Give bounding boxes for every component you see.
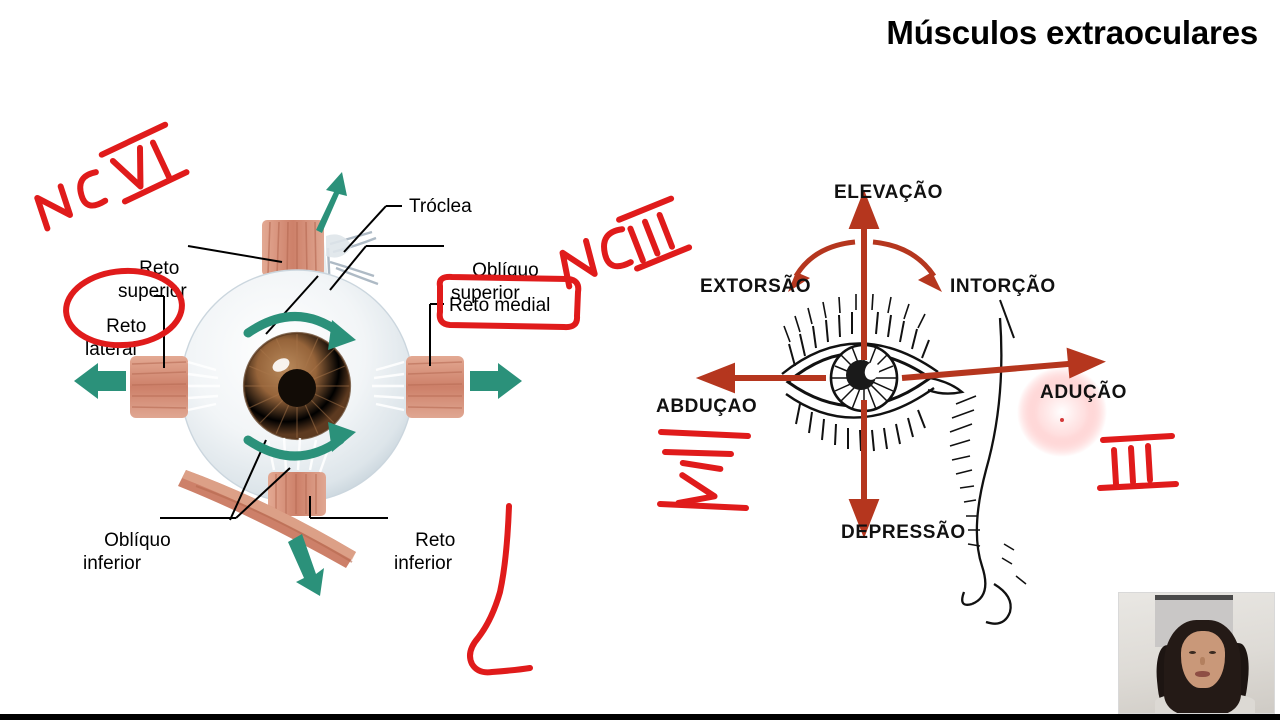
presenter-eye-left: [1189, 651, 1196, 654]
page-title: Músculos extraoculares: [886, 14, 1258, 51]
label-extorsao: EXTORSÃO: [700, 276, 812, 297]
label-aducao: ADUÇÃO: [1040, 382, 1127, 403]
label-reto-medial: Reto medial: [449, 295, 551, 316]
arrow-extorsion-curve: [793, 239, 856, 278]
arrow-right-medial-rectus: [470, 363, 522, 399]
presenter-nose: [1200, 657, 1205, 665]
arrow-adduction-head: [1066, 347, 1106, 379]
arrow-rotate-bottom: [243, 435, 345, 461]
red-divider-curve: [467, 503, 533, 676]
iii-handwriting-aducao: [1097, 433, 1179, 491]
nc-iii-handwriting: [559, 195, 693, 290]
label-troclea: Tróclea: [409, 196, 472, 217]
arrow-adduction-shaft: [901, 360, 1081, 381]
label-intorcao: INTORÇÃO: [950, 276, 1056, 297]
vi-handwriting-abducao: [657, 429, 751, 511]
arrow-intorsion-head: [918, 272, 942, 292]
presenter-eye-right: [1209, 651, 1216, 654]
nc-vi-handwriting: [34, 121, 190, 232]
arrow-abduction-head: [695, 362, 735, 394]
laser-pointer-glow: [1017, 367, 1107, 457]
arrow-down-inferior: [288, 534, 324, 596]
presenter-mouth: [1195, 671, 1210, 677]
arrow-rotate-top: [243, 312, 345, 338]
label-depressao: DEPRESSÃO: [841, 522, 966, 543]
presenter-webcam-overlay[interactable]: [1118, 592, 1275, 714]
label-abducao: ABDUÇAO: [656, 396, 758, 417]
label-elevacao: ELEVAÇÃO: [834, 182, 943, 203]
arrow-up-superior-rectus: [316, 172, 347, 233]
bottom-letterbox-bar: [0, 714, 1280, 720]
arrow-intorsion-curve: [872, 239, 937, 278]
